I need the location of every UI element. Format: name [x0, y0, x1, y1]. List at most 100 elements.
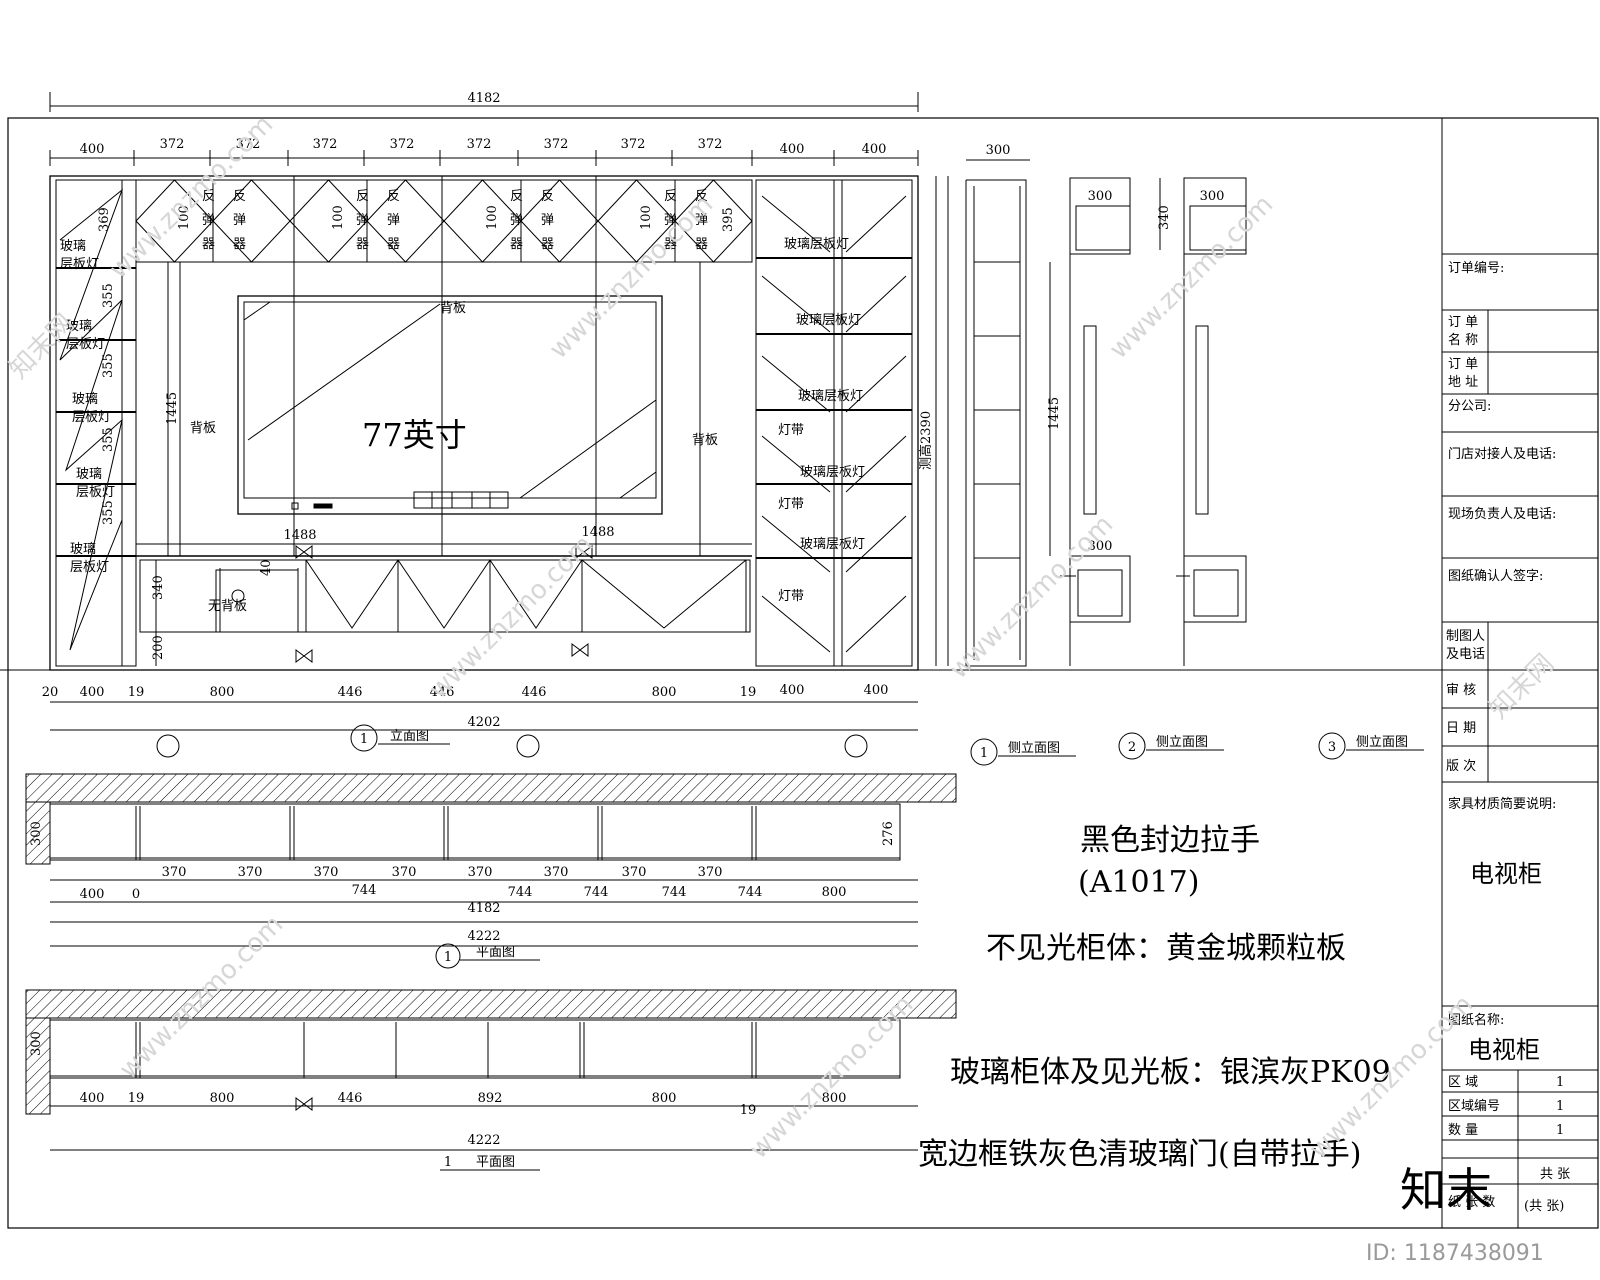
spring-label: 反 — [664, 189, 677, 204]
spring-label: 弹 — [510, 213, 523, 228]
glass-hatch-line — [845, 275, 907, 333]
spring-gap: 100 — [177, 205, 192, 230]
plan1-row2-8: 800 — [822, 885, 847, 900]
no-back-panel: 无背板 — [208, 599, 247, 614]
glass-hatch-line — [761, 355, 831, 413]
spring-label: 反 — [356, 189, 369, 204]
bottom-dim-5: 446 — [338, 685, 363, 700]
side2-label: 侧立面图 — [1156, 735, 1208, 750]
bottom-dim-9: 19 — [740, 685, 757, 700]
top-dim-5: 372 — [390, 137, 415, 152]
spring-gap: 100 — [331, 205, 346, 230]
tb-version: 版 次 — [1446, 758, 1476, 774]
back-panel-top: 背板 — [440, 301, 466, 316]
spring-label: 反 — [233, 189, 246, 204]
spring-label: 反 — [695, 189, 708, 204]
plan2-depth: 300 — [29, 1031, 44, 1056]
spring-label: 弹 — [664, 213, 677, 228]
bottom-dimension-chain: 20 400 19 800 446 446 446 800 19 400 400… — [42, 683, 918, 758]
spring-label: 弹 — [541, 213, 554, 228]
overall-width: 4182 — [467, 91, 500, 106]
row-height-1: 355 — [101, 283, 116, 308]
tb-drafter-1: 制图人 — [1446, 629, 1485, 644]
tb-region-code-val: 1 — [1556, 1099, 1564, 1114]
side1-depth: 300 — [986, 143, 1011, 158]
top-dim-10: 400 — [780, 142, 805, 157]
base-width-right: 1488 — [581, 525, 614, 540]
plan1-row1-3: 370 — [314, 865, 339, 880]
left-shelf-label-6: 层板灯 — [72, 410, 111, 425]
side2-depth: 300 — [1088, 189, 1113, 204]
tb-site-contact: 现场负责人及电话: — [1448, 507, 1556, 522]
base-dim-340: 340 — [151, 575, 166, 600]
base-dim-200: 200 — [151, 635, 166, 660]
tb-region: 区 域 — [1448, 1075, 1478, 1090]
side1-label: 侧立面图 — [1008, 741, 1060, 756]
total-height: 测高2390 — [918, 411, 934, 470]
spring-label: 弹 — [695, 213, 708, 228]
left-shelf-label-3: 玻璃 — [66, 319, 92, 334]
light-strip-3: 灯带 — [778, 589, 804, 604]
glass-hatch-line — [845, 595, 907, 653]
side-view-1: 300 1 侧立面图 — [947, 143, 1076, 766]
right-shelf-light-4: 玻璃层板灯 — [800, 465, 865, 480]
side2-base-depth: 300 — [1088, 539, 1113, 554]
top-row-height: 369 — [97, 207, 112, 232]
glass-hatch-line — [761, 595, 831, 653]
spring-label: 器 — [664, 237, 677, 252]
top-dim-4: 372 — [313, 137, 338, 152]
side2-num: 2 — [1128, 740, 1136, 755]
spring-label: 器 — [233, 237, 246, 252]
tb-date: 日 期 — [1446, 721, 1476, 736]
spring-gap-last: 395 — [721, 207, 736, 232]
glass-hatch-line — [761, 275, 831, 333]
plan1-total-2: 4222 — [467, 929, 500, 944]
tb-store-contact: 门店对接人及电话: — [1448, 446, 1556, 462]
plan2-dim-4: 446 — [338, 1091, 363, 1106]
plan2-dim-1: 400 — [80, 1091, 105, 1106]
glass-hatch-line — [845, 435, 907, 493]
row-height-3: 355 — [101, 427, 116, 452]
bottom-total: 4202 — [467, 715, 500, 730]
tb-branch: 分公司: — [1448, 399, 1491, 414]
top-dim-2: 372 — [160, 137, 185, 152]
light-strip-1: 灯带 — [778, 423, 804, 438]
watermark-2: www.znzmo.com — [544, 190, 719, 365]
plan2-num: 1 — [444, 1155, 452, 1170]
left-shelf-label-7: 玻璃 — [76, 467, 102, 482]
plan1-label: 平面图 — [476, 945, 515, 960]
title-block: 订单编号: 订 单 名 称 订 单 地 址 分公司: 门店对接人及电话: 现场负… — [1441, 118, 1598, 1228]
note-door: 宽边框铁灰色清玻璃门(自带拉手) — [918, 1137, 1361, 1172]
left-shelf-label-5: 玻璃 — [72, 392, 98, 407]
tv-height-left: 1445 — [165, 392, 180, 425]
tb-count-val: 1 — [1556, 1123, 1564, 1138]
plan1-row2-2: 0 — [132, 887, 140, 902]
tb-sheet-label: 纸 张 数 — [1448, 1195, 1495, 1210]
row-height-4: 355 — [101, 500, 116, 525]
plan1-row1-7: 370 — [622, 865, 647, 880]
front-elevation: 玻璃 层板灯 玻璃 层板灯 玻璃 层板灯 玻璃 层板灯 玻璃 层板灯 369 3… — [49, 175, 937, 671]
top-dim-7: 372 — [544, 137, 569, 152]
right-shelf-light-3: 玻璃层板灯 — [798, 389, 863, 404]
plan2-dim-5: 892 — [478, 1091, 503, 1106]
right-shelf-light-1: 玻璃层板灯 — [784, 237, 849, 252]
side2-height: 1445 — [1047, 397, 1062, 430]
plan1-num: 1 — [444, 950, 452, 965]
row-height-2: 355 — [101, 353, 116, 378]
left-shelf-label-9: 玻璃 — [70, 542, 96, 557]
plan2-dim-6: 800 — [652, 1091, 677, 1106]
light-strip-2: 灯带 — [778, 497, 804, 512]
plan1-row2-7: 744 — [738, 885, 763, 900]
tb-order-no: 订单编号: — [1448, 261, 1504, 276]
plan1-row1-2: 370 — [238, 865, 263, 880]
plan1-row1-8: 370 — [698, 865, 723, 880]
top-dim-11: 400 — [862, 142, 887, 157]
base-width-left: 1488 — [283, 528, 316, 543]
left-shelf-label-4: 层板灯 — [66, 337, 105, 352]
left-shelf-label-8: 层板灯 — [76, 485, 115, 500]
spring-label: 器 — [510, 237, 523, 252]
watermark-5: www.znzmo.com — [944, 510, 1119, 685]
top-dim-6: 372 — [467, 137, 492, 152]
top-dim-3: 372 — [236, 137, 261, 152]
tb-count: 数 量 — [1448, 1123, 1478, 1138]
